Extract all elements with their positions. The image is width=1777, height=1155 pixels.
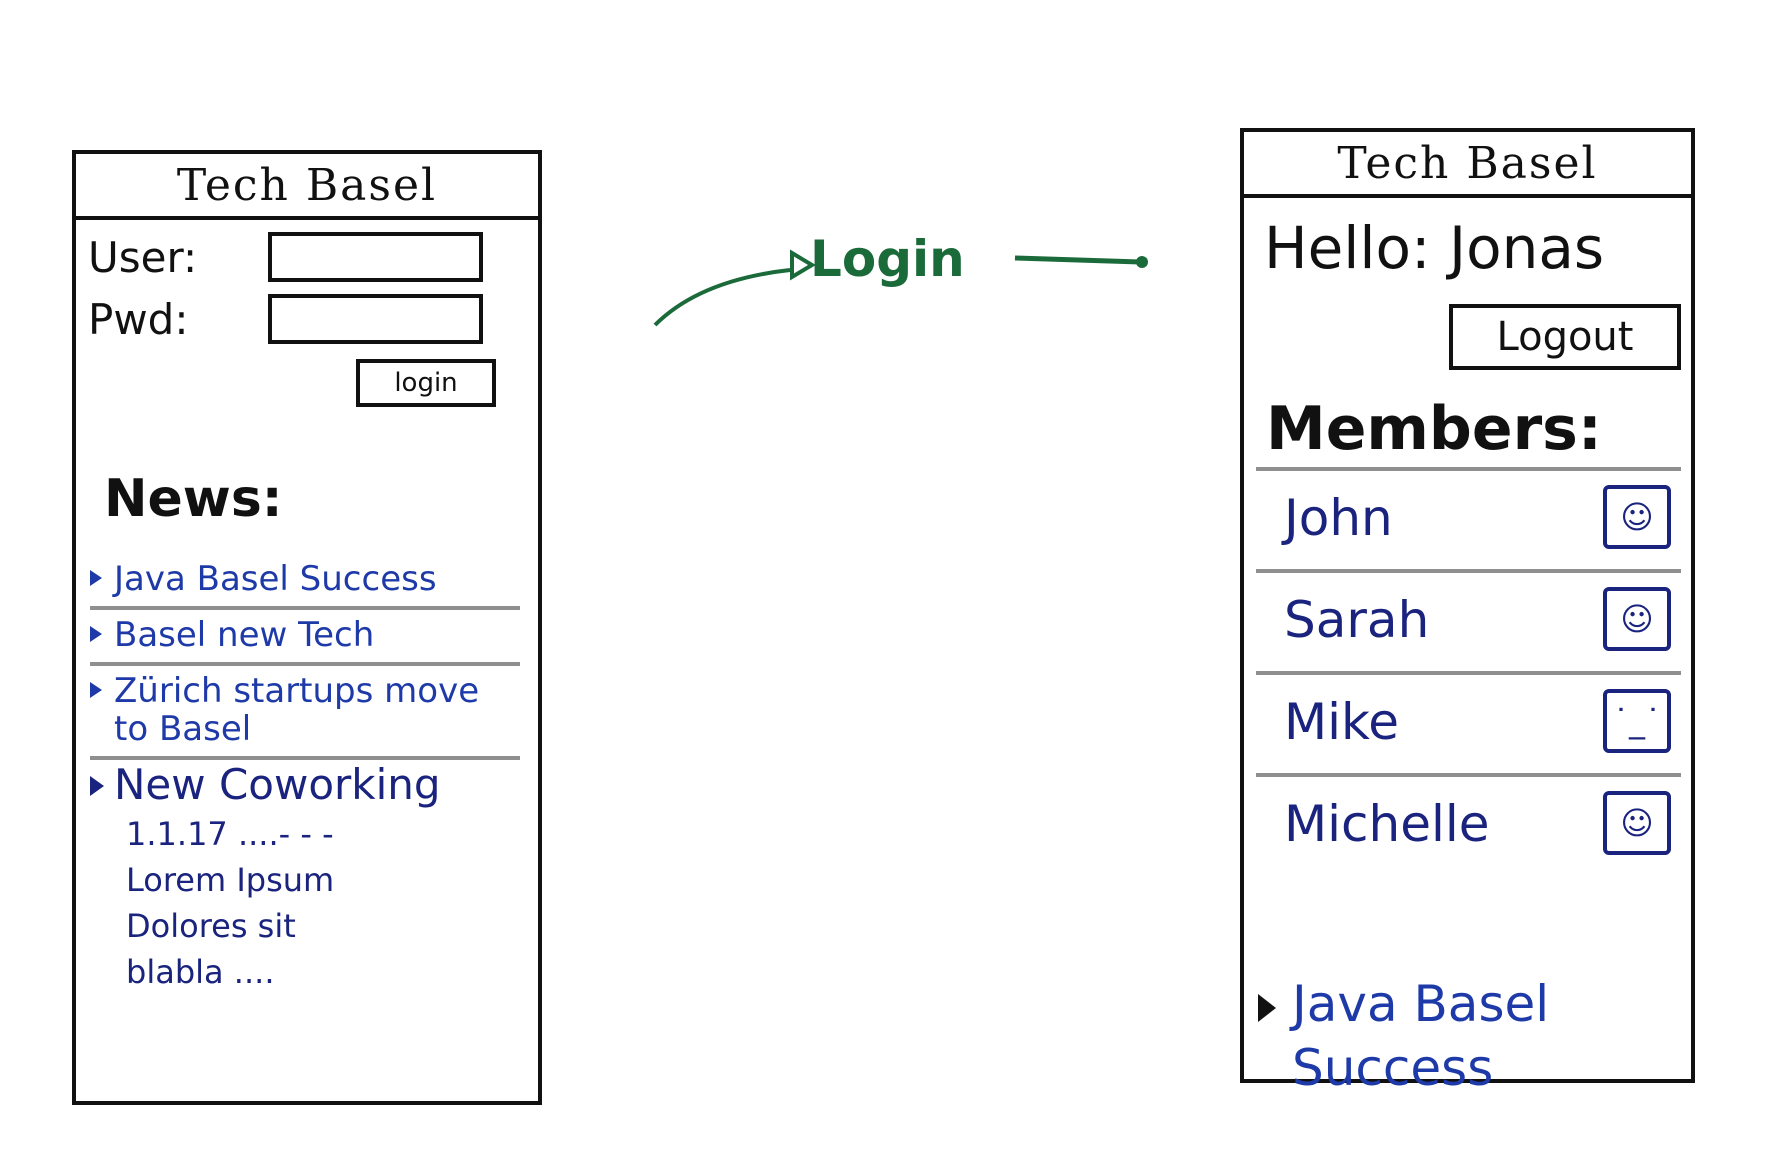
news-link[interactable]: Java Basel Success	[1258, 972, 1712, 1100]
news-item[interactable]: Java Basel Success	[90, 554, 520, 610]
login-button[interactable]: login	[356, 359, 496, 407]
member-name: Sarah	[1284, 591, 1430, 649]
news-list: Java Basel Success Basel new Tech Zürich…	[90, 554, 520, 1003]
pwd-input[interactable]	[268, 294, 483, 344]
news-title: Java Basel Success	[114, 559, 437, 599]
member-name: John	[1284, 489, 1393, 547]
news-excerpt: 1.1.17 ....- - - Lorem Ipsum Dolores sit…	[114, 807, 520, 995]
member-row[interactable]: Michelle ☺	[1256, 777, 1681, 897]
user-row: User:	[88, 232, 483, 282]
excerpt-line: blabla ....	[126, 953, 275, 991]
bullet-triangle-icon	[1258, 994, 1276, 1022]
app-title: Tech Basel	[76, 154, 538, 220]
excerpt-line: 1.1.17 ....- - -	[126, 815, 334, 853]
news-item[interactable]: Basel new Tech	[90, 610, 520, 666]
news-item-expanded[interactable]: New Coworking 1.1.17 ....- - - Lorem Ips…	[90, 760, 520, 1003]
news-item[interactable]: Zürich startups move to Basel	[90, 666, 520, 760]
logout-button[interactable]: Logout	[1449, 304, 1681, 370]
login-screen-mockup: Tech Basel User: Pwd: login News: Java B…	[72, 150, 542, 1105]
arrow-curve	[653, 268, 791, 327]
smiley-face-icon: ☺	[1603, 587, 1671, 651]
arrow-head-dot-icon	[1136, 256, 1148, 268]
member-name: Mike	[1284, 693, 1399, 751]
excerpt-line: Dolores sit	[126, 907, 296, 945]
user-label: User:	[88, 232, 198, 282]
neutral-face-icon: ˙_˙	[1603, 689, 1671, 753]
user-input[interactable]	[268, 232, 483, 282]
bullet-triangle-icon	[90, 570, 102, 586]
bullet-triangle-icon	[90, 776, 104, 796]
logged-in-screen-mockup: Tech Basel Hello: Jonas Logout Members: …	[1240, 128, 1695, 1097]
pwd-label: Pwd:	[88, 294, 189, 344]
arrow-line	[1014, 255, 1141, 265]
member-row[interactable]: Mike ˙_˙	[1256, 675, 1681, 777]
member-row[interactable]: John ☺	[1256, 471, 1681, 573]
news-title: Zürich startups move to Basel	[114, 671, 480, 749]
news-link-text: Java Basel Success	[1292, 975, 1550, 1097]
members-list: John ☺ Sarah ☺ Mike ˙_˙ Michelle ☺	[1256, 467, 1681, 897]
news-heading: News:	[104, 469, 283, 529]
transition-label: Login	[810, 230, 965, 288]
member-row[interactable]: Sarah ☺	[1256, 573, 1681, 675]
smiley-face-icon: ☺	[1603, 791, 1671, 855]
app-title: Tech Basel	[1244, 132, 1691, 198]
arrow-triangle-icon	[790, 249, 816, 281]
bullet-triangle-icon	[90, 626, 102, 642]
smiley-face-icon: ☺	[1603, 485, 1671, 549]
member-name: Michelle	[1284, 795, 1490, 853]
pwd-row: Pwd:	[88, 294, 483, 344]
bullet-triangle-icon	[90, 682, 102, 698]
greeting: Hello: Jonas	[1264, 214, 1605, 282]
members-heading: Members:	[1266, 394, 1602, 464]
excerpt-line: Lorem Ipsum	[126, 861, 335, 899]
news-title: Basel new Tech	[114, 615, 375, 655]
news-title: New Coworking	[114, 760, 441, 809]
